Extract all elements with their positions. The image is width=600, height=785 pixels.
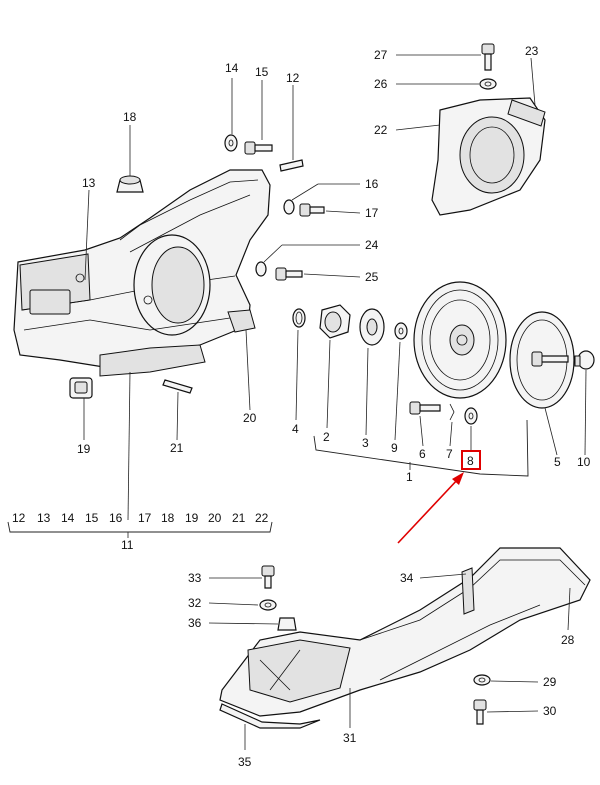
cover-5 [509, 311, 575, 409]
plug-10 [574, 350, 595, 370]
flange-3 [359, 308, 385, 346]
callout-35: 35 [238, 755, 252, 769]
bolt-15 [244, 141, 273, 155]
nut-36 [277, 617, 297, 631]
washer-32 [259, 599, 277, 611]
washer-8 [464, 407, 478, 425]
cap-18 [116, 175, 144, 193]
group-bracket-11 [7, 521, 273, 538]
callout-31: 31 [343, 731, 357, 745]
callout-2: 2 [323, 430, 330, 444]
callout-15: 15 [255, 65, 269, 79]
gasket-35 [219, 703, 321, 729]
fan-housing [13, 169, 271, 377]
fan-wheel [413, 281, 507, 399]
callout-8: 8 [467, 454, 474, 468]
callout-18: 18 [123, 110, 137, 124]
washer-29 [473, 674, 491, 686]
clip-19 [69, 377, 93, 399]
callout-34: 34 [400, 571, 414, 585]
group-member: 15 [85, 511, 99, 525]
pin-21 [162, 379, 193, 394]
callout-1: 1 [406, 470, 413, 484]
washer-14 [224, 134, 238, 152]
group-member: 22 [255, 511, 269, 525]
bolt-33 [261, 565, 275, 589]
bolt-30 [473, 699, 487, 725]
callout-3: 3 [362, 436, 369, 450]
callout-9: 9 [391, 441, 398, 455]
callout-24: 24 [365, 238, 379, 252]
callout-36: 36 [188, 616, 202, 630]
bolt-25 [275, 267, 303, 281]
callout-19: 19 [77, 442, 91, 456]
callout-17: 17 [365, 206, 379, 220]
callout-labels: 27 23 26 22 14 15 12 18 13 16 17 24 25 4… [77, 44, 591, 769]
washer-24 [255, 261, 267, 277]
group-member: 20 [208, 511, 222, 525]
callout-21: 21 [170, 441, 184, 455]
washer-9 [394, 322, 408, 340]
callout-6: 6 [419, 447, 426, 461]
washer-16 [283, 199, 295, 215]
callout-33: 33 [188, 571, 202, 585]
group-member: 21 [232, 511, 246, 525]
callout-12: 12 [286, 71, 300, 85]
callout-30: 30 [543, 704, 557, 718]
group-member: 19 [185, 511, 199, 525]
callout-7: 7 [446, 447, 453, 461]
bolt-17 [299, 203, 325, 217]
air-duct [219, 547, 591, 717]
callout-23: 23 [525, 44, 539, 58]
callout-27: 27 [374, 48, 388, 62]
ring-4 [292, 308, 306, 328]
callout-25: 25 [365, 270, 379, 284]
callout-28: 28 [561, 633, 575, 647]
group-member: 17 [138, 511, 152, 525]
bolt-27 [481, 43, 495, 71]
callout-29: 29 [543, 675, 557, 689]
callout-22: 22 [374, 123, 388, 137]
bolt-6 [409, 401, 441, 415]
leader-lines [83, 54, 587, 750]
callout-20: 20 [243, 411, 257, 425]
group-bracket-1 [313, 419, 529, 477]
red-arrow [397, 472, 464, 544]
group-member: 18 [161, 511, 175, 525]
callout-4: 4 [292, 422, 299, 436]
washer-26 [479, 78, 497, 90]
group-member: 14 [61, 511, 75, 525]
group-member: 16 [109, 511, 123, 525]
group-member: 13 [37, 511, 51, 525]
lockwasher-7 [449, 403, 455, 421]
highlight-box-8 [461, 450, 481, 470]
callout-32: 32 [188, 596, 202, 610]
callout-13: 13 [82, 176, 96, 190]
stud-12 [279, 159, 304, 172]
callout-14: 14 [225, 61, 239, 75]
callout-11: 11 [121, 538, 134, 552]
callout-5: 5 [554, 455, 561, 469]
callout-10: 10 [577, 455, 591, 469]
group-11-member-list: 12 13 14 15 16 17 18 19 20 21 22 [12, 511, 269, 525]
callout-26: 26 [374, 77, 388, 91]
bracket-22 [431, 97, 546, 216]
hub-2 [319, 304, 351, 339]
callout-16: 16 [365, 177, 379, 191]
group-member: 12 [12, 511, 26, 525]
